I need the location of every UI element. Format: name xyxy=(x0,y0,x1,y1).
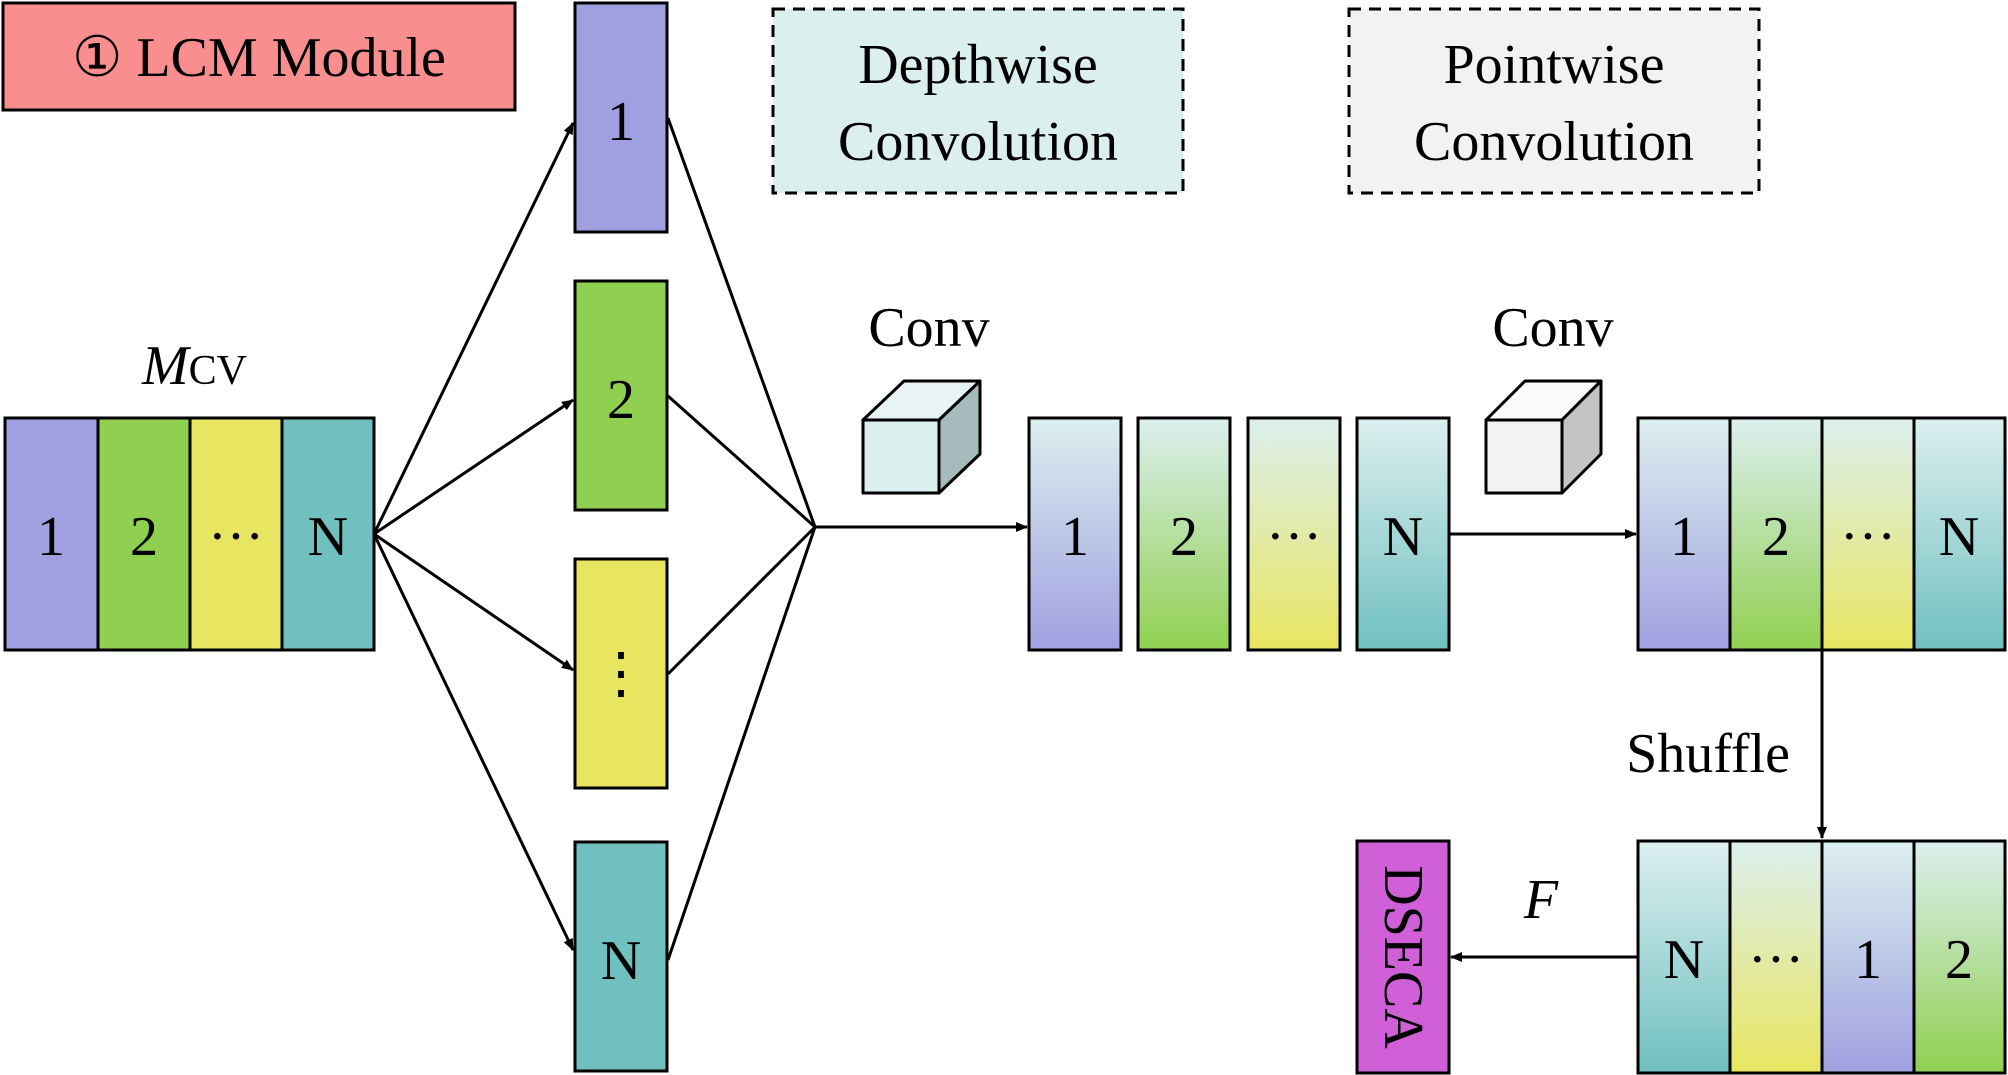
dw-block-dots-label: ··· xyxy=(1266,506,1322,568)
depthwise-output: 1 2 ··· N xyxy=(1027,416,1451,652)
legend-depthwise-line2: Convolution xyxy=(838,111,1118,173)
input-label-main: M xyxy=(141,335,192,397)
output-label: F xyxy=(1523,869,1559,931)
title-box: ① LCM Module xyxy=(1,1,517,112)
dw-block-n xyxy=(1355,416,1451,652)
split-block-n xyxy=(573,840,669,1073)
split-channels: 1 2 ⋮ N xyxy=(573,1,669,1073)
sh-block-2 xyxy=(1912,839,2007,1075)
dseca-module: DSECA xyxy=(1355,839,1451,1075)
input-label-sub: CV xyxy=(189,348,247,394)
sh-block-dots-label: ··· xyxy=(1748,929,1804,991)
pw-block-n xyxy=(1912,416,2007,652)
legend-pointwise-line2: Convolution xyxy=(1414,111,1694,173)
sh-block-1 xyxy=(1820,839,1916,1075)
input-block-1-label: 1 xyxy=(37,506,65,568)
input-feature-map: 1 2 ··· N xyxy=(3,416,376,652)
split-block-2-label: 2 xyxy=(607,369,635,431)
split-arrows xyxy=(372,122,575,951)
legend-pointwise-line1: Pointwise xyxy=(1444,34,1665,96)
conv-label-pointwise: Conv xyxy=(1492,297,1613,359)
input-block-2-label: 2 xyxy=(130,506,158,568)
sh-block-dots xyxy=(1728,839,1824,1075)
sh-block-n xyxy=(1636,839,1732,1075)
pointwise-output: 1 2 ··· N xyxy=(1636,416,2007,652)
dw-block-1 xyxy=(1027,416,1123,652)
pw-block-1-label: 1 xyxy=(1670,506,1698,568)
input-block-n-label: N xyxy=(308,506,348,568)
split-block-dots xyxy=(573,557,669,790)
sh-block-n-label: N xyxy=(1664,929,1704,991)
input-block-n xyxy=(280,416,376,652)
input-label: MCV xyxy=(141,335,247,397)
input-block-dots-label: ··· xyxy=(208,506,264,568)
shuffle-label: Shuffle xyxy=(1626,723,1790,785)
depthwise-cube-icon xyxy=(861,379,982,495)
split-block-1-label: 1 xyxy=(607,91,635,153)
split-block-n-label: N xyxy=(601,930,641,992)
sh-block-2-label: 2 xyxy=(1945,929,1973,991)
legend-depthwise-line1: Depthwise xyxy=(858,34,1098,96)
pw-block-2-label: 2 xyxy=(1762,506,1790,568)
input-block-1 xyxy=(3,416,100,652)
dseca-label: DSECA xyxy=(1372,865,1434,1049)
title-text: ① LCM Module xyxy=(72,27,446,89)
input-block-dots xyxy=(188,416,284,652)
dw-block-n-label: N xyxy=(1383,506,1423,568)
legend-pointwise: Pointwise Convolution xyxy=(1347,7,1761,195)
legend-depthwise: Depthwise Convolution xyxy=(771,7,1185,195)
pointwise-cube-icon xyxy=(1484,379,1603,495)
dw-block-dots xyxy=(1246,416,1342,652)
merge-lines xyxy=(666,117,1028,961)
split-block-2 xyxy=(573,279,669,512)
split-block-1 xyxy=(573,1,669,234)
input-block-2 xyxy=(96,416,192,652)
sh-block-1-label: 1 xyxy=(1854,929,1882,991)
conv-label-depthwise: Conv xyxy=(868,297,989,359)
pw-block-dots-label: ··· xyxy=(1840,506,1896,568)
split-block-dots-label: ⋮ xyxy=(593,643,649,705)
dw-block-2 xyxy=(1136,416,1232,652)
dw-block-1-label: 1 xyxy=(1061,506,1089,568)
dw-block-2-label: 2 xyxy=(1170,506,1198,568)
shuffled-output: N ··· 1 2 xyxy=(1636,839,2007,1075)
pw-block-n-label: N xyxy=(1939,506,1979,568)
pw-block-dots xyxy=(1820,416,1916,652)
